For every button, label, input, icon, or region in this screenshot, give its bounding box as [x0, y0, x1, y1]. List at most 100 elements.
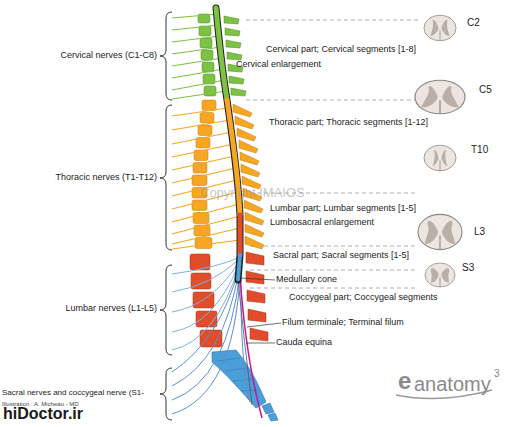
- filum-terminale: [238, 280, 252, 405]
- region-brace: [160, 12, 172, 100]
- thoracic-nerve: [172, 144, 234, 157]
- cervical-nerve: [172, 25, 219, 30]
- spinal-cord: [238, 255, 240, 280]
- thoracic-nerve: [172, 156, 235, 170]
- spinous-process: [248, 309, 266, 322]
- thoracic-nerve: [172, 168, 236, 183]
- lumbar-nerve: [172, 262, 239, 312]
- level-separators: [246, 100, 418, 101]
- section-label: S3: [462, 262, 474, 273]
- vertebral-body: [200, 38, 212, 48]
- spinous-process: [227, 52, 242, 60]
- cross-section: [439, 100, 440, 114]
- spinous-process: [226, 40, 241, 48]
- spinous-process: [235, 116, 254, 129]
- vertebral-body: [200, 113, 214, 124]
- cross-section: [440, 160, 441, 170]
- watermark: Copyright IMAIOS: [200, 186, 305, 200]
- region-label: Lumbar nerves (L1-L5): [65, 304, 157, 314]
- leader-line: [246, 343, 275, 344]
- spinal-cord: [216, 8, 227, 100]
- spinous-process: [247, 290, 265, 303]
- section-label: C5: [479, 84, 492, 95]
- sacral-nerve: [172, 268, 250, 414]
- logo-text: anatomy: [414, 373, 491, 395]
- spinal-cord: [238, 215, 243, 255]
- cross-section: [418, 214, 462, 249]
- thoracic-nerve: [172, 216, 240, 234]
- cross-section: [415, 80, 465, 114]
- cervical-nerve: [172, 47, 221, 54]
- leader-line: [240, 278, 281, 343]
- vertebral-body: [201, 50, 213, 60]
- spinous-process: [239, 140, 258, 153]
- sacral-fusion-line: [217, 358, 240, 361]
- vertebral-body: [196, 311, 217, 327]
- spinous-process: [237, 128, 256, 141]
- filum-terminale: [238, 280, 252, 405]
- cross-section: [439, 235, 440, 249]
- sacral-fusion-line: [225, 368, 247, 371]
- spinous-process: [225, 28, 240, 36]
- part-label: Sacral part; Sacral segments [1-5]: [273, 251, 409, 261]
- spinous-process: [246, 252, 264, 265]
- part-label: Cervical enlargement: [236, 60, 321, 70]
- part-label: Cervical part; Cervical segments [1-8]: [266, 45, 416, 55]
- lumbar-nerve: [172, 266, 239, 350]
- level-separators: [250, 246, 418, 247]
- spinous-process: [245, 224, 264, 237]
- cross-section: [418, 214, 462, 249]
- spinous-process: [231, 88, 246, 96]
- section-label: L3: [474, 226, 485, 237]
- sacrum: [268, 413, 278, 421]
- level-separators: [250, 270, 418, 271]
- vertebral-body: [202, 100, 216, 111]
- spinous-process: [244, 200, 263, 213]
- leader-line: [240, 278, 275, 280]
- thoracic-nerve: [172, 120, 230, 130]
- sacrum: [262, 403, 274, 414]
- cervical-nerve: [172, 80, 225, 90]
- thoracic-nerve: [172, 240, 240, 249]
- region-label: Cervical nerves (C1-C8): [60, 51, 157, 61]
- leader-line: [247, 323, 281, 327]
- sacral-nerve: [172, 272, 240, 400]
- cross-section: [424, 145, 456, 171]
- spinous-process: [240, 152, 259, 165]
- region-brace: [160, 368, 172, 420]
- cervical-nerve: [172, 14, 218, 18]
- lumbar-nerve: [172, 258, 238, 274]
- sacral-nerve: [172, 274, 240, 414]
- part-label: Medullary cone: [276, 275, 337, 285]
- spinous-process: [246, 271, 264, 284]
- spinous-process: [246, 252, 268, 341]
- region-label: Thoracic nerves (T1-T12): [55, 173, 157, 183]
- cross-section: [440, 30, 441, 40]
- spinous-process: [245, 212, 264, 225]
- spinal-cord: [216, 8, 240, 280]
- logo-text: 3: [494, 368, 500, 379]
- cross-section: [424, 145, 456, 171]
- cervical-nerve: [172, 91, 226, 99]
- region-brace: [160, 12, 172, 420]
- spinous-process: [250, 328, 268, 341]
- vertebral-body: [198, 125, 212, 136]
- cross-section: [415, 80, 465, 114]
- spinous-process: [241, 164, 260, 177]
- spinous-process: [233, 104, 252, 117]
- part-label: Lumbar part; Lumbar segments [1-5]: [270, 204, 416, 214]
- spinous-process: [224, 16, 239, 24]
- region-brace: [160, 105, 172, 250]
- spinous-process: [229, 76, 244, 84]
- cross-section: [425, 263, 455, 287]
- part-label: Filum terminale; Terminal filum: [282, 318, 404, 328]
- cervical-nerve: [172, 58, 222, 66]
- thoracic-nerve: [172, 108, 228, 116]
- logo-text: e: [398, 368, 411, 394]
- thoracic-nerve: [172, 132, 232, 144]
- region-label: Sacral nerves and coccygeal nerve (S1-: [2, 389, 144, 398]
- cross-section: [425, 263, 455, 287]
- sacral-nerve: [241, 274, 250, 402]
- part-label: Thoracic part; Thoracic segments [1-12]: [269, 118, 428, 128]
